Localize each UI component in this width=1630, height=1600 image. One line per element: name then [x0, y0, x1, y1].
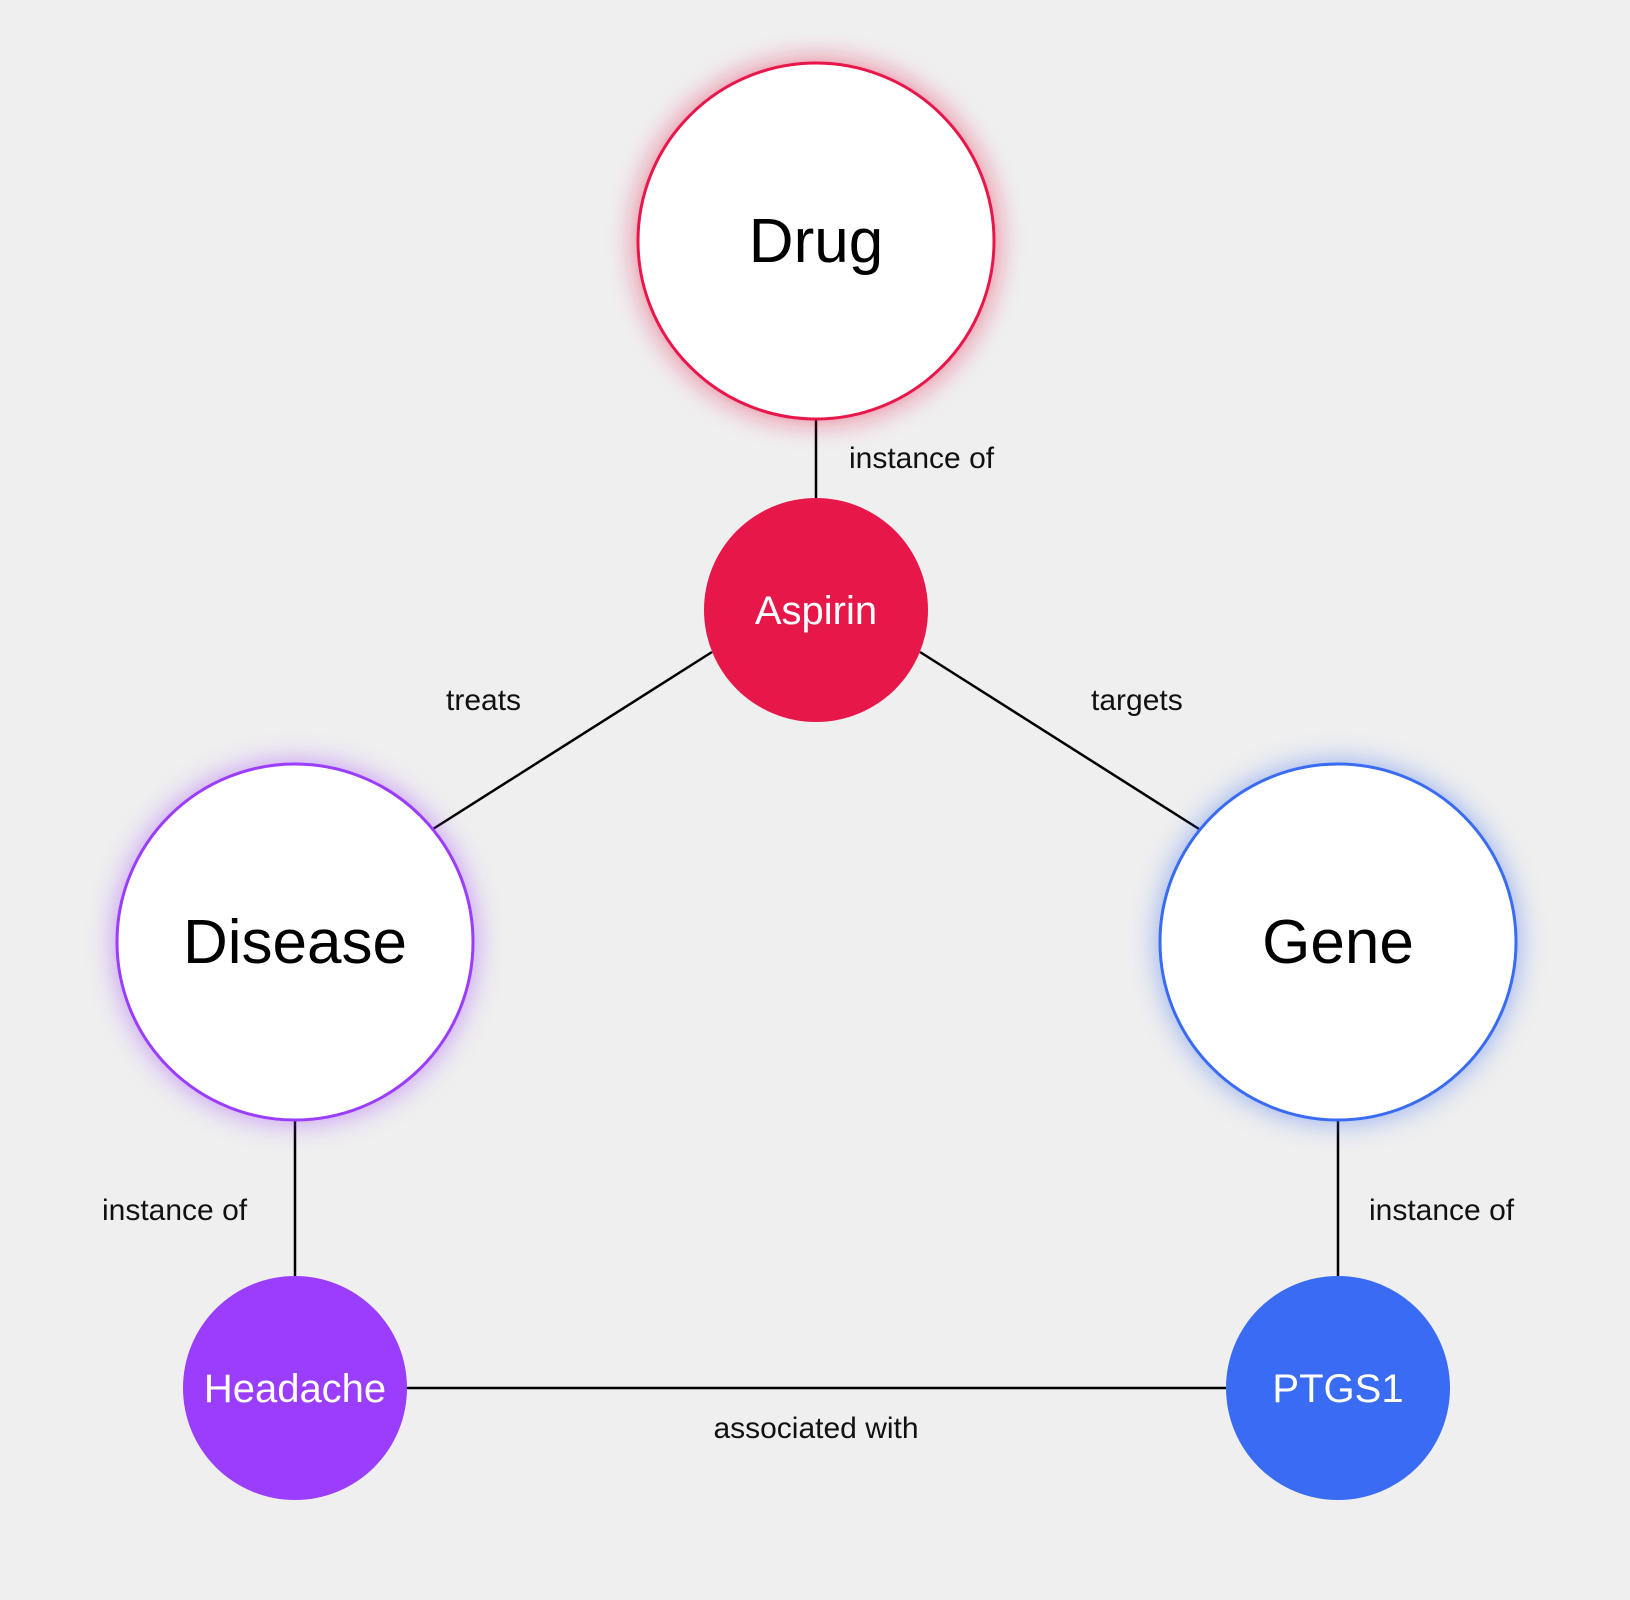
node-aspirin[interactable]: Aspirin [704, 498, 928, 722]
edge-label-headache-disease: instance of [102, 1194, 248, 1227]
edge-label-targets: targets [1091, 684, 1183, 717]
node-ptgs1[interactable]: PTGS1 [1226, 1276, 1450, 1500]
node-aspirin-label: Aspirin [755, 589, 877, 633]
node-ptgs1-label: PTGS1 [1272, 1367, 1403, 1411]
edges [293, 419, 1340, 1390]
node-headache[interactable]: Headache [183, 1276, 407, 1500]
edge-aspirin-disease[interactable] [432, 650, 713, 831]
node-headache-label: Headache [204, 1367, 386, 1411]
node-drug[interactable]: Drug [636, 61, 996, 421]
edge-label-aspirin-drug: instance of [849, 442, 995, 475]
node-disease-label: Disease [183, 908, 407, 977]
node-gene[interactable]: Gene [1158, 762, 1518, 1122]
edge-aspirin-gene[interactable] [919, 650, 1200, 831]
node-disease[interactable]: Disease [115, 762, 475, 1122]
node-drug-label: Drug [749, 207, 883, 276]
edge-label-ptgs1-gene: instance of [1369, 1194, 1515, 1227]
edge-label-associated-with: associated with [713, 1412, 918, 1445]
node-gene-label: Gene [1262, 908, 1414, 977]
edge-label-treats: treats [446, 684, 521, 717]
